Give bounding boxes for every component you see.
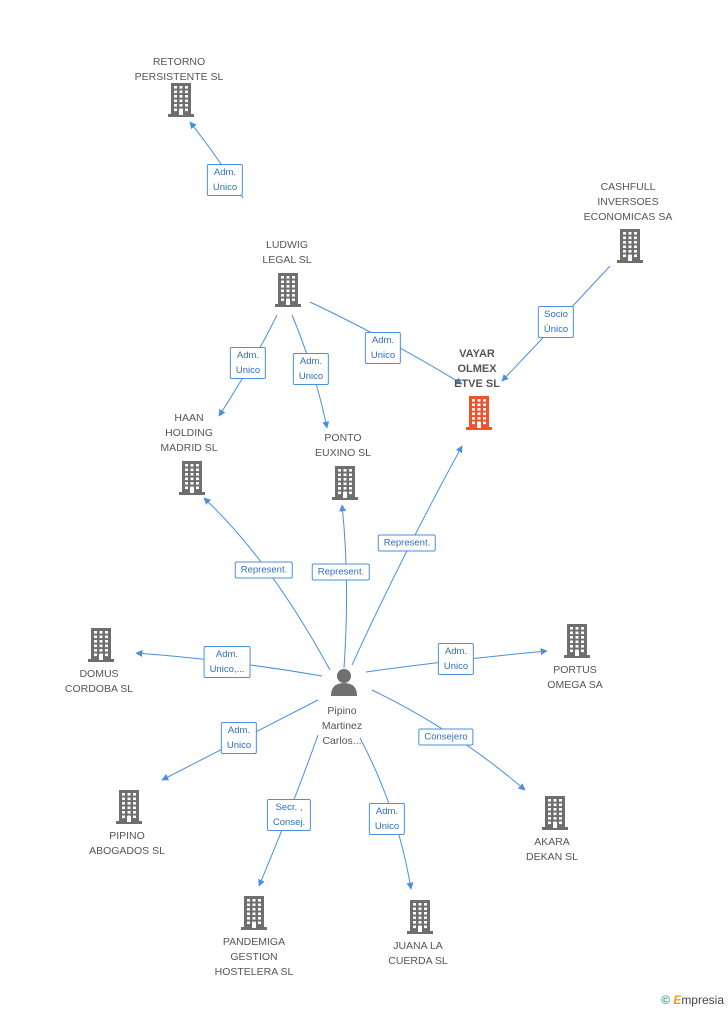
node-label-vayar[interactable]: VAYAR OLMEX ETVE SL <box>454 348 500 390</box>
edge-label-ludwig-to-retorno[interactable]: Adm. Unico <box>206 164 244 196</box>
node-label-haan[interactable]: HAAN HOLDING MADRID SL <box>160 412 218 454</box>
building-icon[interactable] <box>166 83 196 122</box>
brand-name: mpresia <box>681 993 724 1007</box>
building-icon[interactable] <box>330 466 360 505</box>
copyright-icon: © <box>661 993 670 1007</box>
node-label-retorno[interactable]: RETORNO PERSISTENTE SL <box>134 56 224 83</box>
edge-label-pipino_person-to-juana[interactable]: Adm. Unico <box>368 803 406 835</box>
node-label-portus[interactable]: PORTUS OMEGA SA <box>547 664 603 691</box>
edge-label-cashfull-to-vayar[interactable]: Socio Único <box>537 306 575 338</box>
node-label-cashfull[interactable]: CASHFULL INVERSOES ECONOMICAS SA <box>583 181 673 223</box>
edge-label-pipino_person-to-ponto[interactable]: Represent. <box>311 563 371 581</box>
building-icon[interactable] <box>562 624 592 663</box>
person-icon[interactable] <box>330 668 358 701</box>
building-icon[interactable] <box>86 628 116 667</box>
edge-pipino_person-to-haan <box>203 497 331 671</box>
edge-label-pipino_person-to-pipino_abog[interactable]: Adm. Unico <box>220 722 258 754</box>
edge-label-pipino_person-to-portus[interactable]: Adm. Unico <box>437 643 475 675</box>
node-label-ponto[interactable]: PONTO EUXINO SL <box>314 432 372 459</box>
building-icon[interactable] <box>464 396 494 435</box>
edge-pipino_person-to-vayar <box>351 445 463 666</box>
edge-label-ludwig-to-vayar[interactable]: Adm. Unico <box>364 332 402 364</box>
building-icon[interactable] <box>273 273 303 312</box>
node-label-pipino_person[interactable]: Pipino Martinez Carlos... <box>321 705 363 747</box>
edge-label-pipino_person-to-pandemiga[interactable]: Secr. , Consej. <box>266 799 312 831</box>
edge-pipino_person-to-ponto <box>339 504 348 669</box>
node-label-domus[interactable]: DOMUS CORDOBA SL <box>64 668 134 695</box>
edge-label-ludwig-to-haan[interactable]: Adm. Unico <box>229 347 267 379</box>
node-label-akara[interactable]: AKARA DEKAN SL <box>526 836 578 863</box>
edge-label-pipino_person-to-haan[interactable]: Represent. <box>234 561 294 579</box>
empresia-logo: © Empresia <box>661 993 724 1007</box>
node-label-juana[interactable]: JUANA LA CUERDA SL <box>388 940 448 967</box>
edge-label-pipino_person-to-domus[interactable]: Adm. Unico,... <box>203 646 251 678</box>
edge-label-pipino_person-to-akara[interactable]: Consejero <box>418 728 474 746</box>
building-icon[interactable] <box>177 461 207 500</box>
building-icon[interactable] <box>405 900 435 939</box>
building-icon[interactable] <box>239 896 269 935</box>
building-icon[interactable] <box>615 229 645 268</box>
brand-initial: E <box>673 993 682 1007</box>
node-label-ludwig[interactable]: LUDWIG LEGAL SL <box>262 239 312 266</box>
node-label-pandemiga[interactable]: PANDEMIGA GESTION HOSTELERA SL <box>214 936 294 978</box>
edge-label-ludwig-to-ponto[interactable]: Adm. Unico <box>292 353 330 385</box>
building-icon[interactable] <box>540 796 570 835</box>
building-icon[interactable] <box>114 790 144 829</box>
node-label-pipino_abog[interactable]: PIPINO ABOGADOS SL <box>89 830 165 857</box>
edge-label-pipino_person-to-vayar[interactable]: Represent. <box>377 534 437 552</box>
